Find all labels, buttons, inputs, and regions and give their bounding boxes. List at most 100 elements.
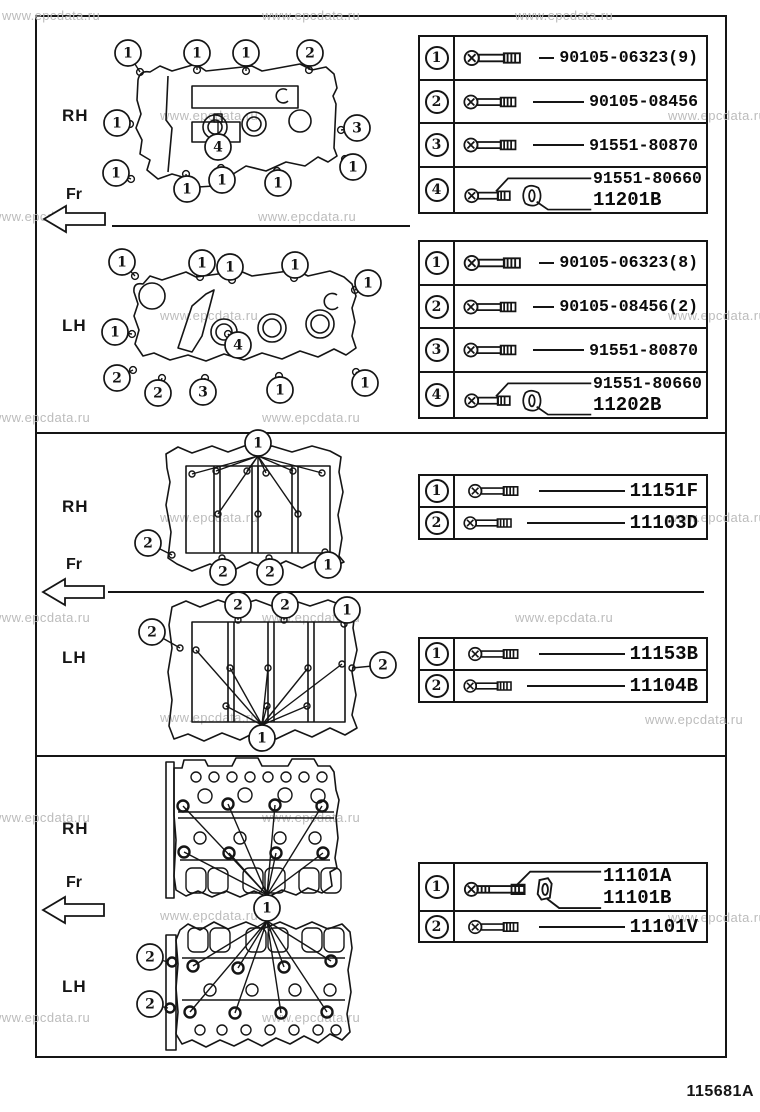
- diagram-callout-number: 1: [112, 116, 122, 132]
- watermark: www.epcdata.ru: [2, 8, 101, 23]
- diagram-callout: [114, 39, 142, 67]
- diagram-callout-number: 4: [213, 140, 223, 156]
- label-fr-top: Fr: [66, 186, 82, 203]
- callout-badge: 3: [424, 133, 449, 158]
- callout-badge: 1: [424, 479, 449, 503]
- parts-row: 2 11101V: [420, 912, 706, 942]
- label-lh-top: LH: [62, 316, 87, 335]
- diagram-callout-number: 2: [233, 598, 243, 614]
- callout-badge: 1: [424, 642, 449, 666]
- section-divider-2: [35, 755, 725, 757]
- diagram-callout-number: 2: [145, 997, 155, 1013]
- diagram-callout: [333, 596, 361, 624]
- diagram-callout: [208, 166, 236, 194]
- rh-crankcase-outline: [165, 444, 345, 573]
- parts-row: 1 11151F: [420, 476, 706, 508]
- bolt-icon: [463, 333, 533, 367]
- bolt-icon: [463, 290, 533, 324]
- diagram-callout-number: 1: [117, 255, 127, 271]
- callout-badge: 1: [424, 250, 449, 275]
- diagram-callout: [189, 378, 217, 406]
- diagram-callout-number: 2: [147, 625, 157, 641]
- diagram-callout-number: 2: [280, 598, 290, 614]
- diagram-callout-number: 1: [273, 176, 283, 192]
- bolt-icon: [463, 912, 539, 942]
- callout-badge: 1: [424, 875, 449, 899]
- part-number: 11104B: [629, 675, 698, 697]
- rh-lh-divider-top: [112, 225, 410, 227]
- watermark: www.epcdata.ru: [668, 910, 760, 925]
- leader-line: [533, 100, 585, 103]
- leader-line: [539, 261, 555, 264]
- part-number: 91551-80660: [593, 169, 702, 189]
- part-number: 11101B: [603, 887, 672, 909]
- rh-lh-divider-mid: [108, 591, 704, 593]
- parts-row: 2 90105-08456(2): [420, 285, 706, 330]
- bolt-grommet-icon: [463, 169, 593, 212]
- part-number: 11153B: [629, 643, 698, 665]
- part-number: 11103D: [629, 512, 698, 534]
- bolt-icon: [463, 246, 539, 280]
- bolt-icon: [463, 128, 533, 162]
- diagram-callout: [224, 591, 252, 619]
- watermark: www.epcdata.ru: [262, 410, 361, 425]
- part-number: 11101A: [603, 865, 672, 887]
- diagram-callout-number: 1: [182, 182, 192, 198]
- callout-badge: 2: [424, 511, 449, 535]
- diagram-callout-number: 1: [262, 901, 272, 917]
- callout-badge: 2: [424, 89, 449, 114]
- diagram-callout-number: 1: [197, 256, 207, 272]
- parts-row: 2 11103D: [420, 508, 706, 538]
- diagram-callout: [281, 251, 309, 279]
- watermark: www.epcdata.ru: [0, 410, 91, 425]
- diagram-callout-number: 1: [348, 160, 358, 176]
- diagram-callout: [343, 114, 371, 142]
- bolt-grommet-icon: [463, 374, 593, 417]
- diagram-callout: [183, 39, 211, 67]
- diagram-callout: [216, 253, 244, 281]
- bolt-icon: [463, 671, 527, 701]
- parts-row: 3 91551-80870: [420, 329, 706, 374]
- outer-frame: [35, 15, 727, 1058]
- diagram-callout-number: 2: [145, 950, 155, 966]
- diagram-callout-number: 1: [257, 731, 267, 747]
- diagram-callout: [369, 651, 397, 679]
- callout-badge: 4: [424, 178, 449, 203]
- watermark: www.epcdata.ru: [262, 8, 361, 23]
- diagram-callout: [204, 133, 232, 161]
- bolt-icon: [463, 41, 539, 75]
- leader-line: [533, 144, 585, 147]
- part-number: 11202B: [593, 394, 662, 417]
- bolt-icon: [463, 508, 527, 538]
- part-number: 11101V: [629, 916, 698, 938]
- diagram-callout: [264, 169, 292, 197]
- parts-row: 2 90105-08456: [420, 80, 706, 125]
- part-number: 91551-80660: [593, 374, 702, 394]
- diagram-callout: [244, 429, 272, 457]
- diagram-callout-number: 1: [363, 276, 373, 292]
- diagram-callout: [103, 364, 131, 392]
- diagram-callout-number: 3: [352, 121, 362, 137]
- front-arrow-icon: [41, 577, 105, 607]
- part-number: 91551-80870: [589, 135, 698, 155]
- bolt-icon: [463, 476, 539, 506]
- diagram-callout: [108, 248, 136, 276]
- diagram-callout: [136, 943, 164, 971]
- diagram-callout: [136, 990, 164, 1018]
- watermark: www.epcdata.ru: [515, 610, 614, 625]
- label-rh-mid: RH: [62, 497, 89, 516]
- leader-line: [539, 653, 625, 655]
- diagram-callout-number: 1: [290, 258, 300, 274]
- rh-cylinder-head-outline: [165, 757, 342, 899]
- diagram-callout: [253, 894, 281, 922]
- watermark: www.epcdata.ru: [668, 308, 760, 323]
- diagram-callout-number: 2: [265, 565, 275, 581]
- part-number: 90105-06323(9): [559, 48, 698, 68]
- label-fr-mid: Fr: [66, 556, 82, 573]
- watermark: www.epcdata.ru: [160, 510, 259, 525]
- part-number: 11151F: [629, 480, 698, 502]
